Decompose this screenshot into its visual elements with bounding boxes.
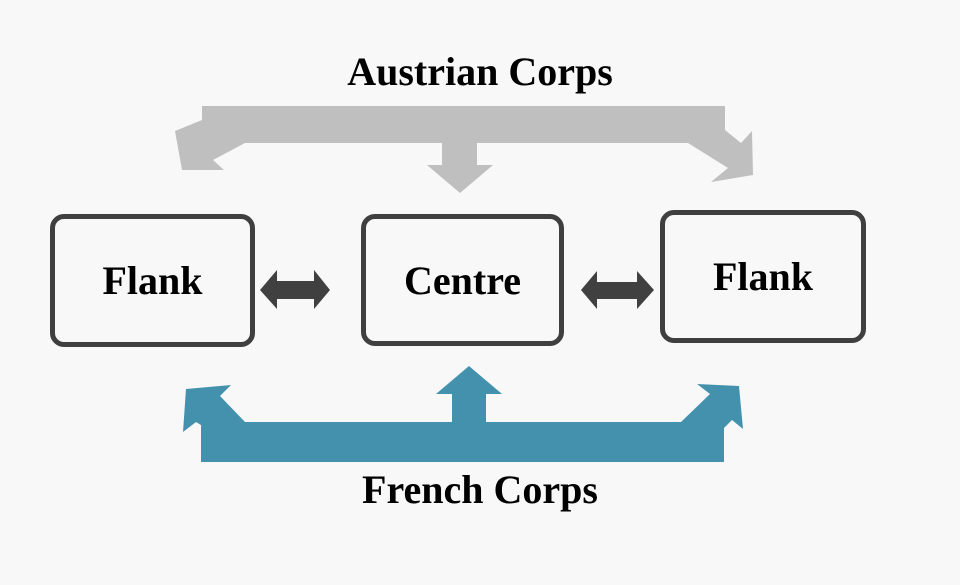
austrian-bar xyxy=(202,106,725,143)
austrian-arrow-center xyxy=(427,143,493,193)
link-arrows xyxy=(260,270,654,309)
austrian-arrow-left xyxy=(175,106,245,170)
french-arrow-right xyxy=(681,384,743,429)
node-left-flank: Flank xyxy=(50,214,255,347)
double-arrow-centre-right xyxy=(581,271,654,309)
node-right-label: Flank xyxy=(712,254,814,299)
french-arrow-center xyxy=(436,366,502,422)
node-centre: Centre xyxy=(361,214,564,346)
austrian-corps-label: Austrian Corps xyxy=(347,49,613,94)
austrian-arrow-right xyxy=(688,130,753,182)
node-centre-label: Centre xyxy=(404,257,521,303)
french-bar xyxy=(201,422,724,462)
node-right-flank: Flank xyxy=(660,210,866,343)
french-corps-label: French Corps xyxy=(362,467,598,512)
double-arrow-left-centre xyxy=(260,270,330,309)
french-arrow-left xyxy=(183,385,245,462)
austrian-arrows xyxy=(175,106,753,193)
french-arrows xyxy=(183,366,743,462)
node-left-label: Flank xyxy=(102,258,203,303)
